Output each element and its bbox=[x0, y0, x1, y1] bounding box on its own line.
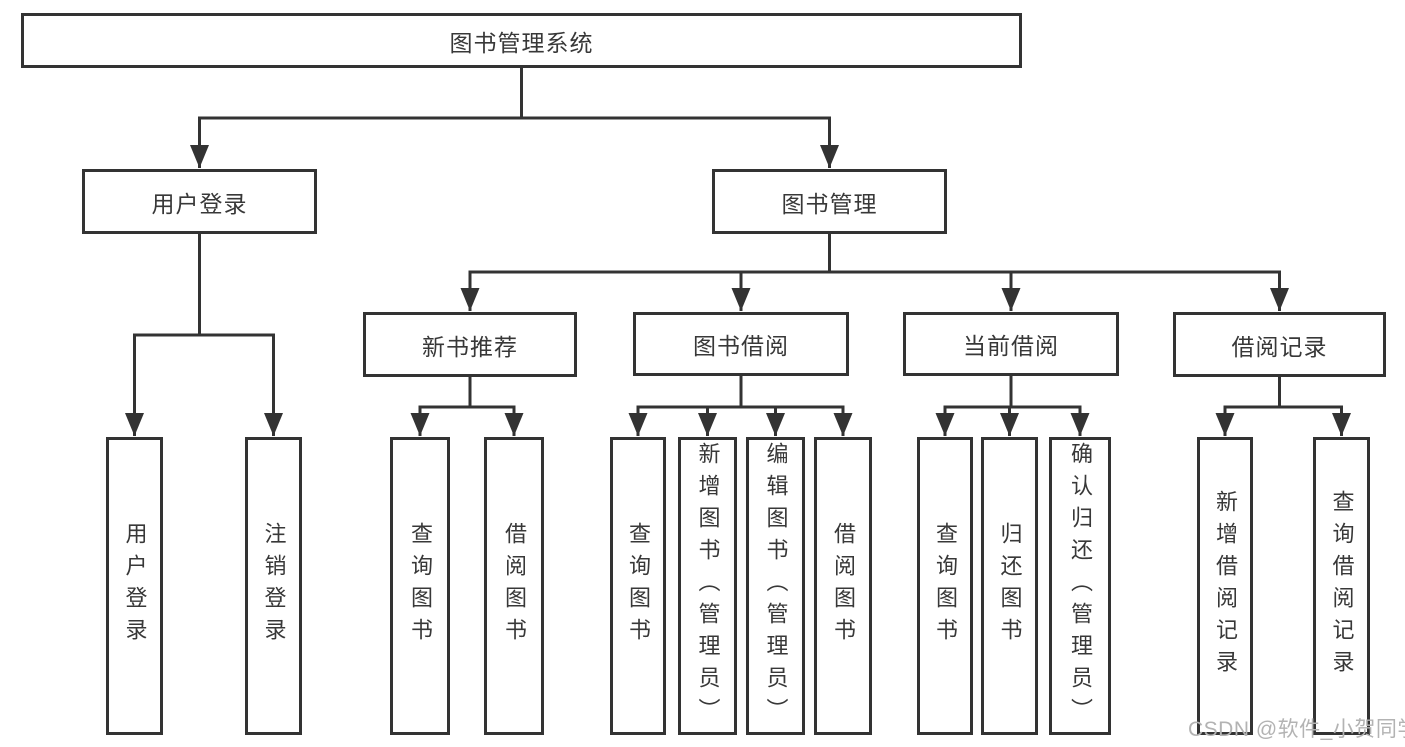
node-leaf-records-query: 查询借阅记录 bbox=[1313, 437, 1370, 735]
leaf-label: 归还图书 bbox=[997, 522, 1023, 650]
node-current-borrow: 当前借阅 bbox=[903, 312, 1119, 376]
node-borrow-records: 借阅记录 bbox=[1173, 312, 1386, 377]
node-root: 图书管理系统 bbox=[21, 13, 1022, 68]
leaf-label: 编辑图书（管理员） bbox=[763, 442, 789, 730]
node-leaf-current-query: 查询图书 bbox=[917, 437, 973, 735]
leaf-label: 查询图书 bbox=[933, 522, 958, 650]
node-leaf-newbooks-query: 查询图书 bbox=[390, 437, 450, 735]
leaf-label: 查询图书 bbox=[626, 522, 651, 650]
node-book-management: 图书管理 bbox=[712, 169, 947, 234]
leaf-label: 查询借阅记录 bbox=[1329, 490, 1355, 682]
node-leaf-newbooks-borrow: 借阅图书 bbox=[484, 437, 544, 735]
node-user-login: 用户登录 bbox=[82, 169, 317, 234]
node-leaf-borrow-lend: 借阅图书 bbox=[814, 437, 872, 735]
node-leaf-borrow-edit-admin: 编辑图书（管理员） bbox=[746, 437, 805, 735]
leaf-label: 新增图书（管理员） bbox=[695, 442, 721, 730]
leaf-label: 新增借阅记录 bbox=[1213, 490, 1238, 682]
node-book-borrow: 图书借阅 bbox=[633, 312, 849, 376]
node-leaf-borrow-query: 查询图书 bbox=[610, 437, 666, 735]
node-leaf-records-add: 新增借阅记录 bbox=[1197, 437, 1253, 735]
leaf-label: 用户登录 bbox=[122, 522, 148, 650]
node-leaf-user-login: 用户登录 bbox=[106, 437, 163, 735]
leaf-label: 查询图书 bbox=[408, 522, 433, 650]
leaf-label: 注销登录 bbox=[261, 522, 287, 650]
node-new-book-recommend: 新书推荐 bbox=[363, 312, 577, 377]
node-leaf-borrow-add-admin: 新增图书（管理员） bbox=[678, 437, 737, 735]
leaf-label: 借阅图书 bbox=[502, 522, 527, 650]
node-leaf-current-confirm-admin: 确认归还（管理员） bbox=[1049, 437, 1111, 735]
node-leaf-logout: 注销登录 bbox=[245, 437, 302, 735]
node-leaf-current-return: 归还图书 bbox=[981, 437, 1038, 735]
leaf-label: 借阅图书 bbox=[831, 522, 856, 650]
csdn-watermark: CSDN @软件_小贺同学 bbox=[1188, 718, 1405, 741]
leaf-label: 确认归还（管理员） bbox=[1068, 442, 1093, 730]
